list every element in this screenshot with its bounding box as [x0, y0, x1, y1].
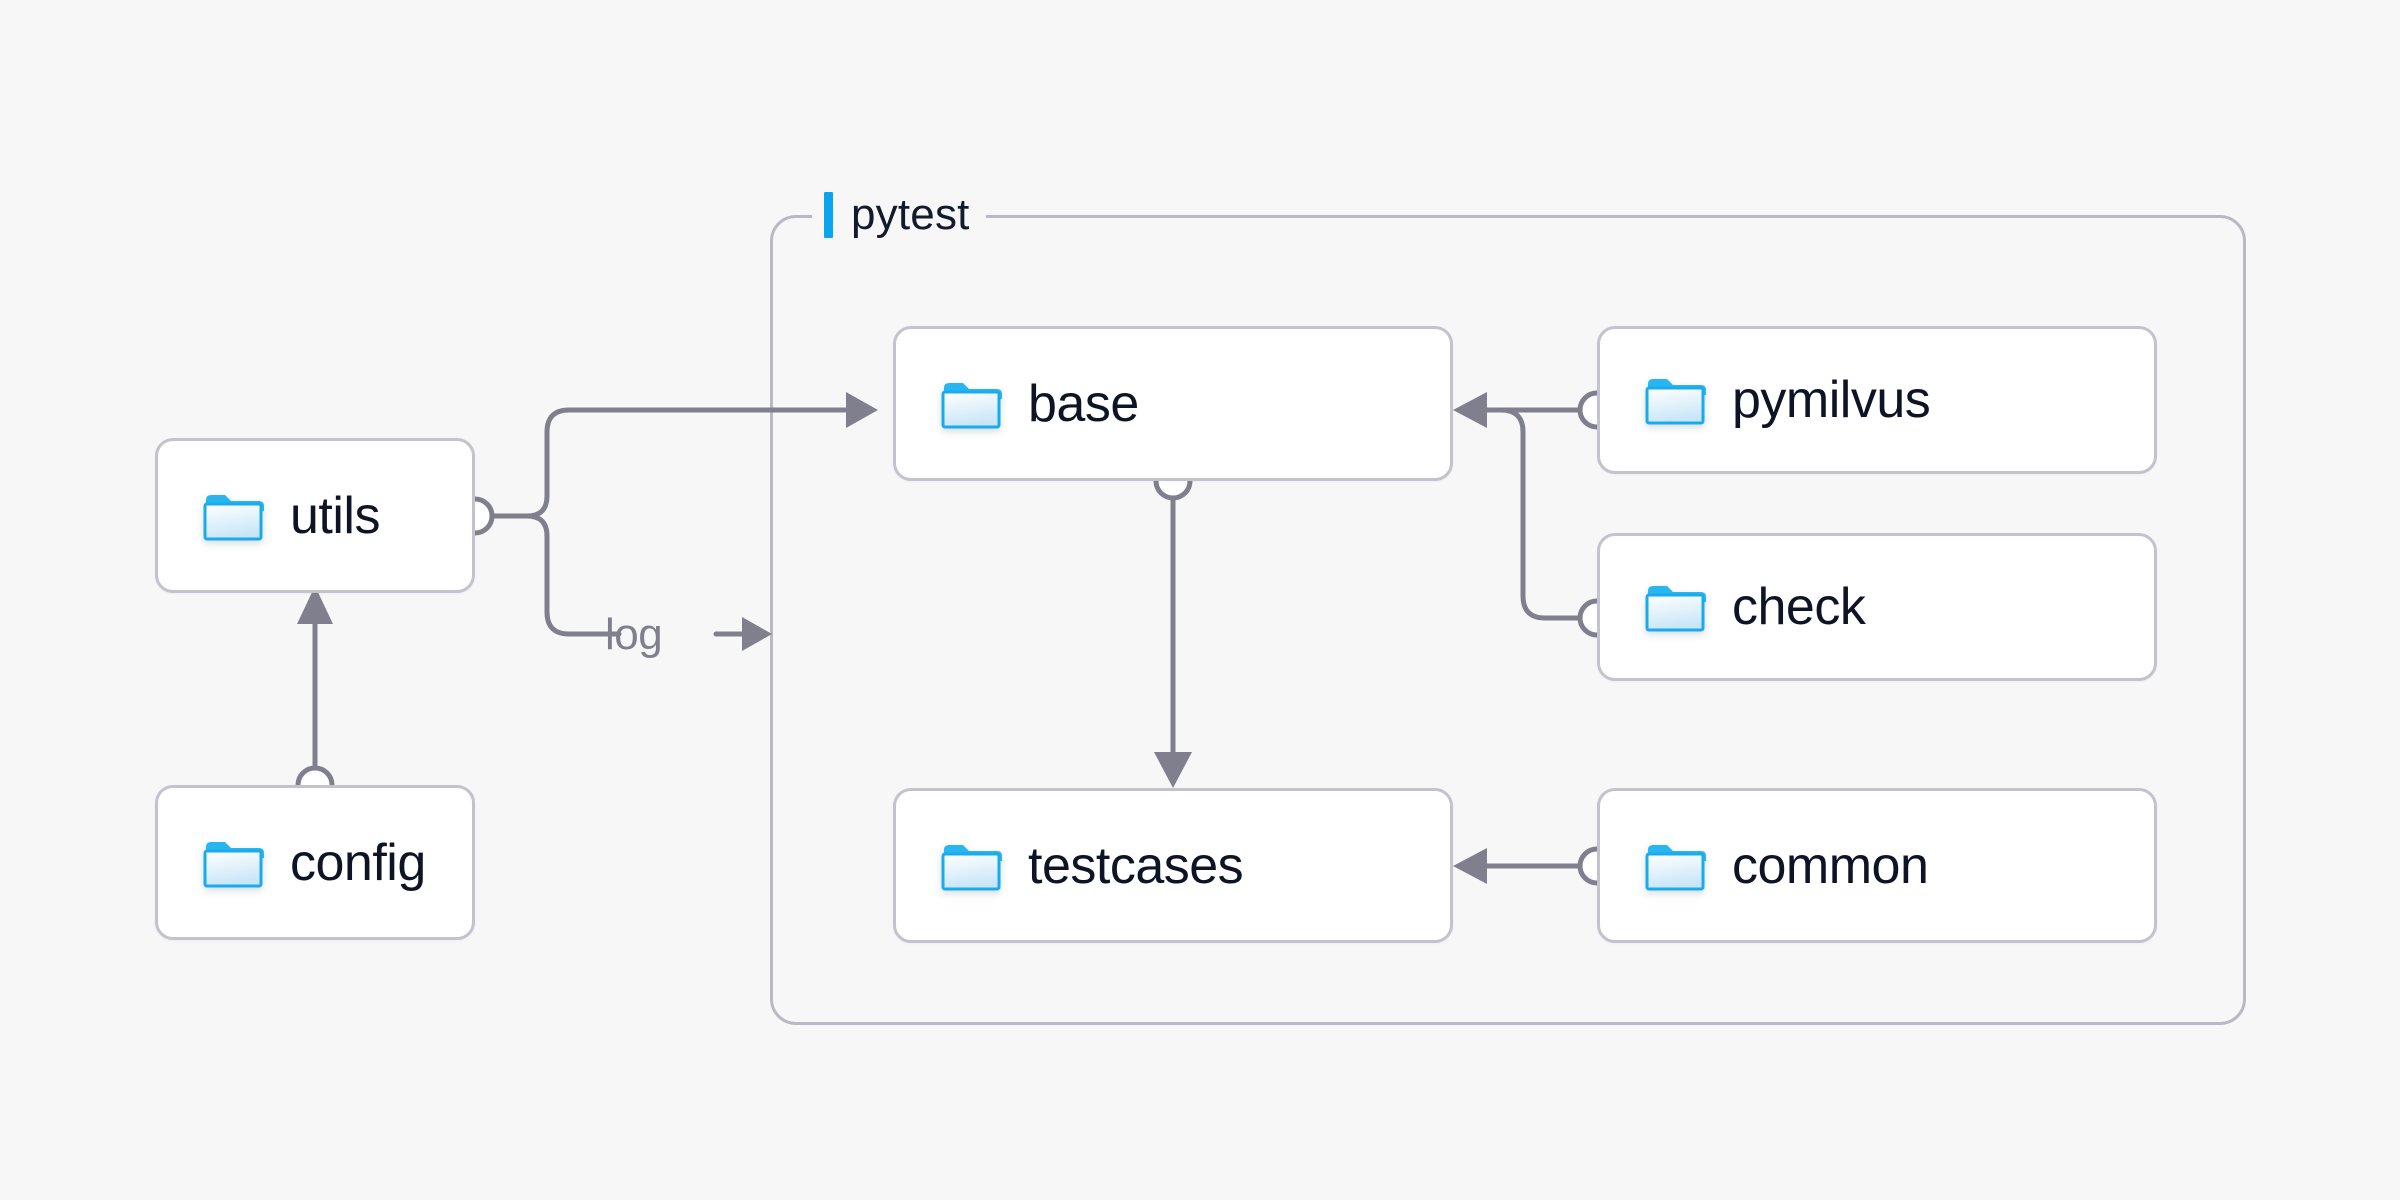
edge-utils-to-pytest-log [713, 617, 772, 651]
node-label: check [1732, 578, 1866, 636]
node-common[interactable]: common [1597, 788, 2157, 943]
node-label: pymilvus [1732, 371, 1931, 429]
node-base[interactable]: base [893, 326, 1453, 481]
node-label: common [1732, 836, 1929, 895]
node-testcases[interactable]: testcases [893, 788, 1453, 943]
edge-label-log: log [605, 610, 663, 659]
folder-icon [1644, 374, 1706, 426]
node-label: utils [290, 486, 380, 545]
folder-icon [1644, 840, 1706, 892]
group-accent-bar [824, 192, 833, 238]
node-check[interactable]: check [1597, 533, 2157, 681]
group-title: pytest [851, 190, 970, 239]
folder-icon [202, 837, 264, 889]
node-label: config [290, 833, 426, 892]
edge-config-to-utils [295, 586, 335, 805]
folder-icon [202, 490, 264, 542]
node-config[interactable]: config [155, 785, 475, 940]
folder-icon [940, 378, 1002, 430]
folder-icon [1644, 581, 1706, 633]
node-label: base [1028, 374, 1139, 433]
node-utils[interactable]: utils [155, 438, 475, 593]
folder-icon [940, 840, 1002, 892]
node-pymilvus[interactable]: pymilvus [1597, 326, 2157, 474]
group-label-pytest: pytest [812, 187, 986, 243]
node-label: testcases [1028, 836, 1244, 895]
